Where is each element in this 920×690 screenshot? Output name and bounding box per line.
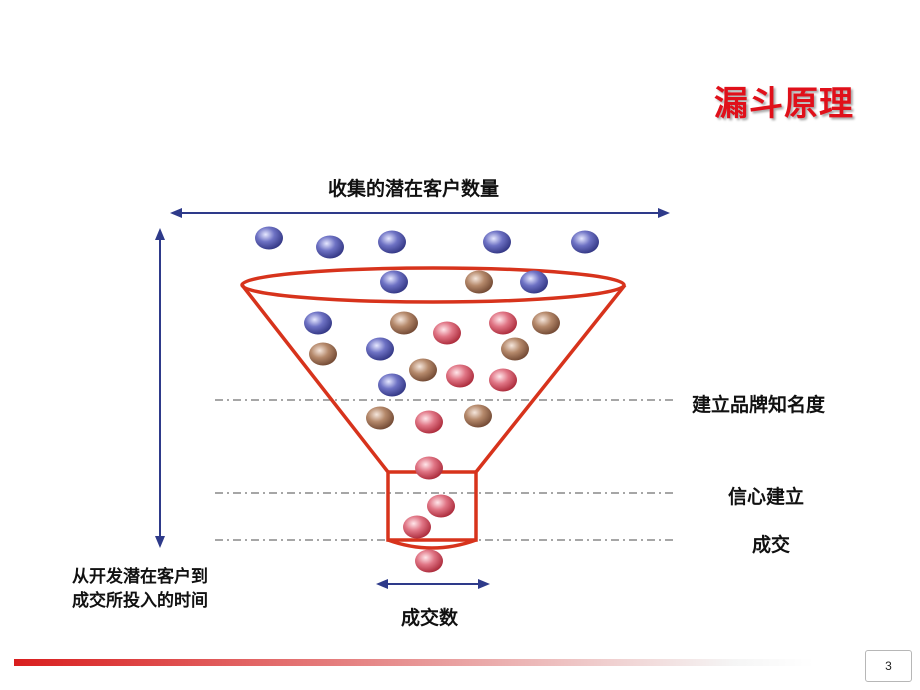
time-axis-arrow: [155, 228, 165, 548]
ball-blue: [380, 270, 408, 294]
ball-brown: [409, 358, 437, 382]
ball-brown: [532, 311, 560, 335]
ball-red: [433, 321, 461, 345]
ball-brown: [464, 404, 492, 428]
ball-blue: [366, 337, 394, 361]
top-label: 收集的潜在客户数量: [328, 178, 500, 200]
ball-red: [403, 515, 431, 539]
ball-brown: [501, 337, 529, 361]
ball-brown: [465, 270, 493, 294]
top-width-arrow: [170, 208, 670, 218]
time-axis-label: 从开发潜在客户到 成交所投入的时间: [72, 565, 208, 613]
lead-balls: [255, 226, 599, 573]
ball-red: [489, 368, 517, 392]
ball-red: [427, 494, 455, 518]
ball-blue: [378, 230, 406, 254]
time-axis-label-line1: 从开发潜在客户到: [72, 567, 208, 587]
deal-count-arrow: [376, 579, 490, 589]
ball-red: [415, 410, 443, 434]
stage-label-trust: 信心建立: [728, 486, 805, 508]
footer-bar: [14, 659, 814, 666]
page-number: 3: [865, 650, 912, 682]
ball-brown: [390, 311, 418, 335]
ball-red: [446, 364, 474, 388]
ball-red: [415, 456, 443, 480]
ball-blue: [304, 311, 332, 335]
stage-label-deal: 成交: [752, 534, 791, 556]
bottom-label: 成交数: [401, 607, 459, 629]
stage-label-brand: 建立品牌知名度: [692, 394, 826, 416]
ball-blue: [571, 230, 599, 254]
ball-red: [489, 311, 517, 335]
ball-blue: [520, 270, 548, 294]
ball-red: [415, 549, 443, 573]
ball-blue: [378, 373, 406, 397]
ball-blue: [483, 230, 511, 254]
ball-brown: [366, 406, 394, 430]
ball-blue: [255, 226, 283, 250]
time-axis-label-line2: 成交所投入的时间: [72, 591, 208, 611]
ball-blue: [316, 235, 344, 259]
ball-brown: [309, 342, 337, 366]
slide-title: 漏斗原理: [714, 84, 854, 124]
